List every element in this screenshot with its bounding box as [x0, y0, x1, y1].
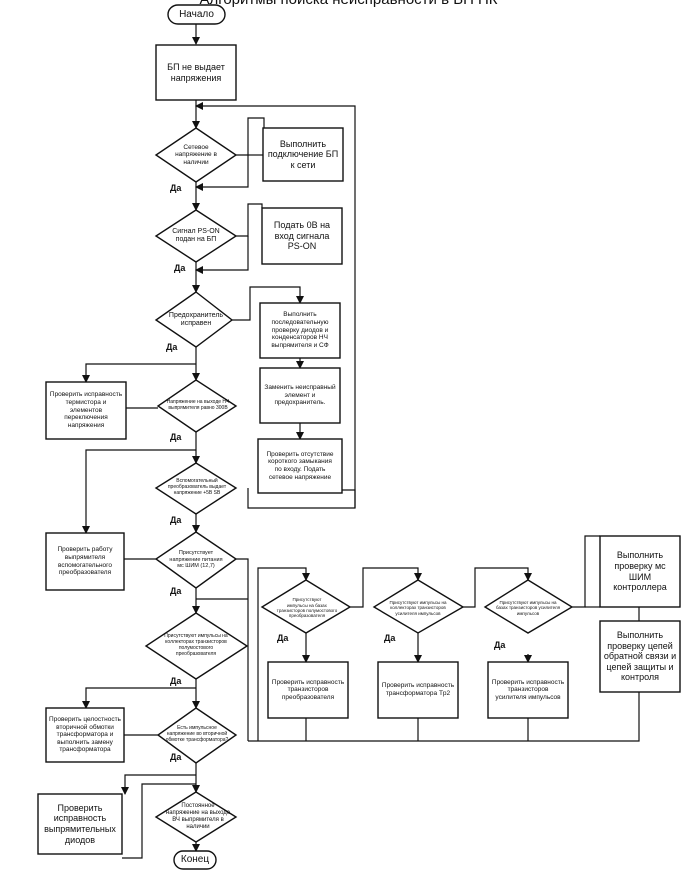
arrow-to-rect-diodes: [121, 774, 196, 795]
diagram-title: Алгоритмы поиска неисправности в БП ПК: [0, 0, 697, 8]
arrow-to-q-amp-base: [463, 567, 532, 608]
pson-action-label: Подать 0В на вход сигнала PS-ON: [273, 220, 331, 252]
diamond-300v: [156, 379, 238, 433]
diamond-tr2: [372, 579, 465, 634]
arrow-to-q-conv-base: [257, 567, 310, 741]
yes-label-conv-base: Да: [277, 633, 289, 643]
diamond-mains: [154, 127, 238, 183]
box-tr2: [377, 661, 459, 719]
q-aux-label: Вспомогательный преобразователь выдает н…: [167, 478, 227, 496]
q-secondary-label: Есть импульсное напряжение во вторичной …: [165, 725, 229, 743]
q-300v-label: Напряжение на выходе НЧ выпрямителя равн…: [166, 399, 230, 411]
check-diodes-label: Выполнить последовательную проверку диод…: [271, 311, 329, 349]
connector-lines: [82, 24, 640, 859]
box-pson: [261, 207, 343, 265]
box-secondary: [45, 707, 125, 763]
box-feedback: [599, 620, 681, 693]
pson-return: [195, 236, 249, 274]
amp-base-to-pwm-check: [572, 535, 600, 608]
fuse-no-branch: [232, 286, 304, 321]
diamond-pson: [154, 209, 238, 263]
amp-trans-label: Проверить исправность транзисторов усили…: [491, 678, 565, 701]
rect-diodes-return: [122, 783, 196, 859]
pson-no-branch: [236, 203, 263, 237]
arrow-to-q-tr2: [350, 567, 422, 608]
bottom-collector: [248, 692, 640, 742]
q-conv-base-label: Присутствуют импульсы на базах транзисто…: [276, 597, 338, 619]
aux-rect-label: Проверить работу выпрямителя вспомогател…: [57, 546, 113, 577]
rect-diodes-label: Проверить исправность выпрямительных дио…: [44, 802, 116, 845]
box-short-check: [257, 438, 343, 494]
yes-label-secondary: Да: [170, 752, 182, 762]
arrow-to-aux-rect: [82, 449, 196, 534]
yes-label-fuse: Да: [166, 342, 178, 352]
replace-label: Заменить неисправный элемент и предохран…: [264, 384, 336, 407]
box-aux-rect: [45, 532, 125, 591]
loop-back-to-top: [195, 102, 356, 508]
box-pwm-check: [599, 535, 681, 608]
q-amp-base-label: Присутствуют импульсы на базах транзисто…: [495, 600, 561, 616]
secondary-label: Проверить целостность вторичной обмотки …: [49, 715, 121, 754]
end-label: Конец: [180, 854, 210, 866]
q-mains-label: Сетевое напряжение в наличии: [175, 143, 217, 166]
end-terminal: [173, 850, 217, 870]
yes-label-mains: Да: [170, 183, 182, 193]
box-check-diodes: [259, 302, 341, 359]
arrow-to-thermistor: [82, 363, 196, 383]
tr2-label: Проверить исправность трансформатора Tp2: [381, 682, 455, 697]
box-no-voltage: [155, 44, 237, 101]
diamond-conv-pulses: [144, 612, 249, 680]
yes-label-pwm: Да: [170, 586, 182, 596]
yes-label-tr2: Да: [384, 633, 396, 643]
yes-label-amp-base: Да: [494, 640, 506, 650]
box-replace: [259, 367, 341, 424]
start-terminal: [167, 4, 226, 25]
box-conv-trans: [267, 661, 349, 719]
start-label: Начало: [179, 8, 214, 20]
pwm-right-vertical: [236, 558, 249, 741]
diamond-conv-base: [260, 579, 352, 634]
diamond-fuse: [154, 291, 234, 348]
pwm-check-label: Выполнить проверку мс ШИМ контроллера: [613, 550, 667, 593]
no-voltage-label: БП не выдает напряжения: [167, 61, 225, 83]
diamond-dc-out: [154, 791, 238, 843]
mains-no-branch: [236, 117, 265, 156]
yes-label-300v: Да: [170, 432, 182, 442]
diamond-secondary: [156, 707, 238, 764]
diamond-amp-base: [483, 579, 574, 634]
yes-label-aux: Да: [170, 515, 182, 525]
box-rect-diodes: [37, 793, 123, 855]
thermistor-label: Проверить исправность термистора и элеме…: [49, 391, 123, 429]
connect-label: Выполнить подключение БП к сети: [267, 138, 339, 170]
feedback-label: Выполнить проверку цепей обратной связи …: [603, 629, 677, 683]
q-fuse-label: Предохранитель исправен: [168, 311, 224, 327]
q-pwm-supply-label: Присутствует напряжение питания мс ШИМ (…: [169, 550, 223, 570]
arrow-to-secondary-check: [82, 687, 196, 709]
q-conv-pulses-label: Присутствуют импульсы на коллекторах тра…: [164, 633, 228, 657]
box-connect: [262, 127, 344, 182]
q-pson-label: Сигнал PS-ON подан на БП: [172, 227, 220, 243]
yes-label-pson: Да: [174, 263, 186, 273]
diamond-pwm-supply: [154, 531, 238, 589]
short-check-label: Проверить отсутствие короткого замыкания…: [266, 450, 334, 481]
conv-trans-label: Проверить исправность транзисторов преоб…: [271, 678, 345, 701]
q-dc-out-label: Постоянное напряжение на выходе ВЧ выпря…: [165, 802, 231, 831]
mains-return: [195, 155, 249, 191]
q-tr2-label: Присутствуют импульсы на коллекторах тра…: [389, 600, 447, 616]
box-amp-trans: [487, 661, 569, 719]
yes-label-conv-pulses: Да: [170, 676, 182, 686]
diamond-aux: [154, 462, 238, 515]
box-thermistor: [45, 381, 127, 440]
